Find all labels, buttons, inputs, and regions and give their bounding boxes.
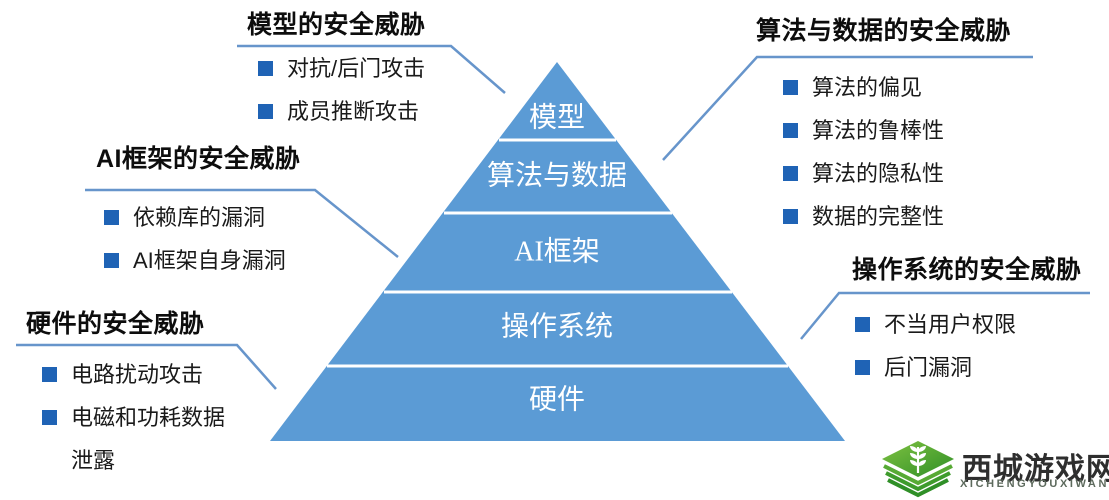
callout-os-threats: 操作系统的安全威胁 不当用户权限 后门漏洞 [852, 256, 1082, 380]
pyramid-layer-ai-framework: AI框架 [514, 236, 600, 268]
pyramid-layer-model: 模型 [529, 102, 585, 134]
list-item: 算法的鲁棒性 [783, 109, 944, 152]
pyramid-layer-algorithm-data: 算法与数据 [487, 160, 627, 192]
bullet-square-icon [783, 209, 798, 224]
bullet-square-icon [258, 61, 273, 76]
bullet-square-icon [783, 166, 798, 181]
callout-item-list: 依赖库的漏洞 AI框架自身漏洞 [104, 196, 286, 282]
connector-hardware [16, 343, 277, 390]
bullet-square-icon [783, 123, 798, 138]
list-item: 后门漏洞 [855, 346, 1016, 389]
bullet-square-icon [42, 367, 57, 382]
pyramid-layer-os: 操作系统 [501, 311, 613, 343]
list-item: 依赖库的漏洞 [104, 196, 286, 239]
list-item: 电路扰动攻击 [42, 353, 241, 396]
list-item: AI框架自身漏洞 [104, 239, 286, 282]
connector-algorithm-data [662, 55, 1033, 161]
pyramid-layer-hardware: 硬件 [529, 384, 585, 416]
list-item: 算法的偏见 [783, 66, 944, 109]
callout-hardware-threats: 硬件的安全威胁 电路扰动攻击 电磁和功耗数据泄露 [26, 310, 225, 473]
bullet-square-icon [855, 360, 870, 375]
list-item: 算法的隐私性 [783, 152, 944, 195]
list-item: 成员推断攻击 [258, 90, 425, 133]
callout-item-list: 对抗/后门攻击 成员推断攻击 [258, 47, 425, 133]
callout-title: 操作系统的安全威胁 [852, 256, 1082, 284]
callout-title: AI框架的安全威胁 [96, 145, 301, 173]
bullet-square-icon [104, 253, 119, 268]
callout-item-list: 不当用户权限 后门漏洞 [855, 303, 1016, 389]
connector-model [237, 44, 506, 94]
callout-item-list: 算法的偏见 算法的鲁棒性 算法的隐私性 数据的完整性 [783, 66, 944, 238]
list-item: 不当用户权限 [855, 303, 1016, 346]
connector-os [800, 291, 1090, 340]
list-item: 电磁和功耗数据泄露 [42, 396, 241, 482]
callout-model-threats: 模型的安全威胁 对抗/后门攻击 成员推断攻击 [247, 11, 426, 124]
callout-title: 模型的安全威胁 [247, 11, 426, 39]
callout-title: 硬件的安全威胁 [26, 310, 205, 338]
callout-item-list: 电路扰动攻击 电磁和功耗数据泄露 [42, 353, 241, 482]
list-item: 数据的完整性 [783, 195, 944, 238]
wheat-logo-icon [882, 441, 954, 498]
watermark-site-name: 西城游戏网 [962, 453, 1109, 486]
watermark-site-name-latin: XICHENGYOUXIWANG [960, 478, 1109, 490]
site-watermark: 西城游戏网 XICHENGYOUXIWANG [880, 438, 1109, 498]
connector-ai-framework [85, 188, 399, 258]
bullet-square-icon [104, 210, 119, 225]
bullet-square-icon [783, 80, 798, 95]
callout-title: 算法与数据的安全威胁 [756, 17, 1012, 45]
callout-ai-framework-threats: AI框架的安全威胁 依赖库的漏洞 AI框架自身漏洞 [96, 145, 301, 273]
list-item: 对抗/后门攻击 [258, 47, 425, 90]
bullet-square-icon [42, 410, 57, 425]
callout-algorithm-data-threats: 算法与数据的安全威胁 算法的偏见 算法的鲁棒性 算法的隐私性 数据的完整性 [756, 17, 1012, 229]
pyramid-shape [270, 62, 845, 441]
bullet-square-icon [855, 317, 870, 332]
bullet-square-icon [258, 104, 273, 119]
